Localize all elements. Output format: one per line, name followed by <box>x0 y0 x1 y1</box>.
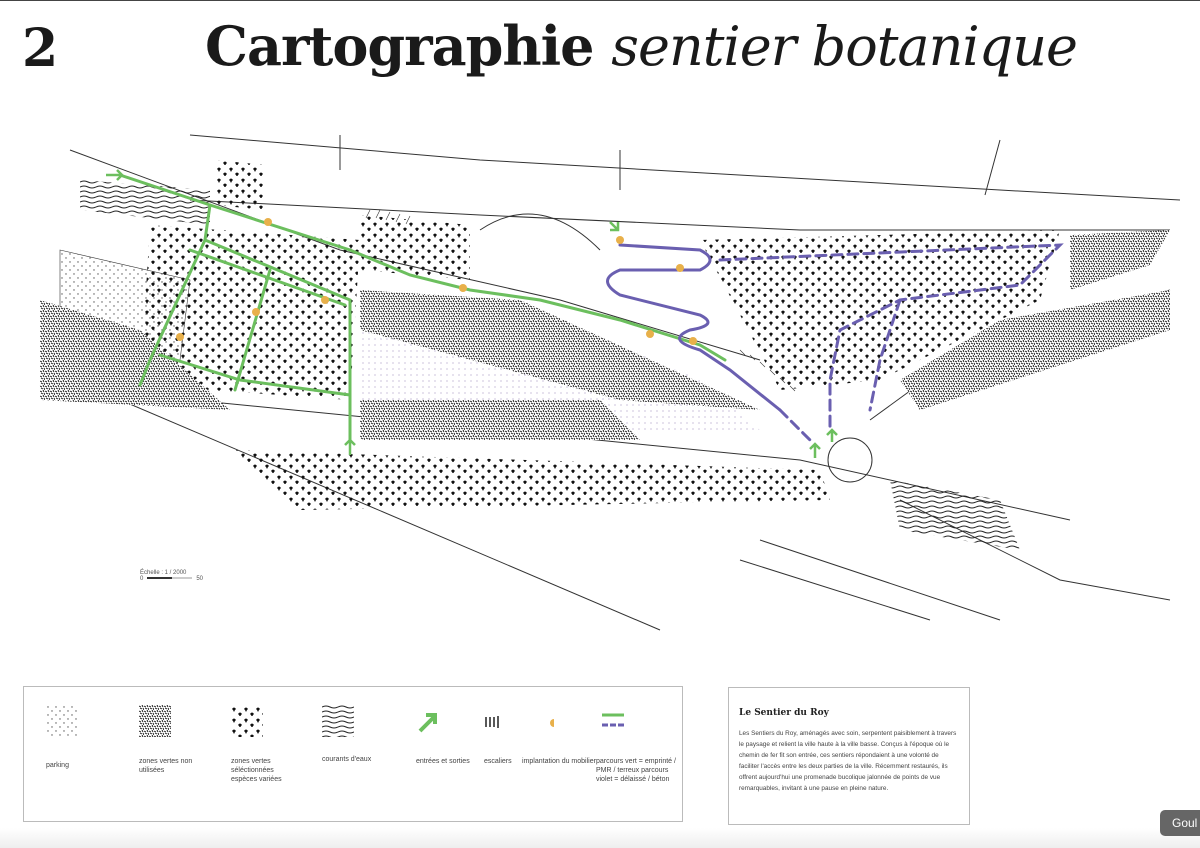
legend-item-stairs: escaliers <box>484 705 574 765</box>
legend-label: implantation du mobilier <box>522 758 596 765</box>
star-icon <box>550 719 554 727</box>
legend-item-paths: parcours vert = emprinté / PMR / terreux… <box>596 705 676 783</box>
scale-label: Échelle : 1 / 2000 <box>140 570 187 576</box>
dense-zone-5 <box>360 400 640 440</box>
scale-start: 0 <box>140 576 144 582</box>
legend-label: entrées et sorties <box>416 758 470 765</box>
entry-arrows <box>106 169 838 458</box>
trees-zone-mid <box>360 215 470 280</box>
legend-label: zones vertes séléctionnées espèces varié… <box>231 758 282 783</box>
scale-end: 50 <box>196 576 204 582</box>
wave-pattern-icon <box>322 705 354 737</box>
site-map <box>39 134 1181 631</box>
trees-zone-bottom <box>230 450 830 510</box>
tree-pattern-icon <box>231 705 263 737</box>
arrow-icon <box>418 713 437 733</box>
scale-bar <box>147 577 193 580</box>
dense-noise-pattern-icon <box>139 705 171 737</box>
legend-item-selected-green: zones vertes séléctionnées espèces varié… <box>231 705 321 783</box>
legend-label: parking <box>46 762 69 769</box>
legend: parking zones vertes non utilisées zones… <box>23 686 683 822</box>
dense-zone-3 <box>1070 230 1170 290</box>
parking-pattern-icon <box>46 705 78 737</box>
info-body: Les Sentiers du Roy, aménagés avec soin,… <box>739 730 957 792</box>
water-zone-1 <box>80 180 210 225</box>
green-path <box>118 173 727 442</box>
legend-label: escaliers <box>484 758 512 765</box>
info-box: Le Sentier du Roy Les Sentiers du Roy, a… <box>728 687 970 825</box>
dense-zone-1 <box>40 300 230 410</box>
title-italic: sentier botanique <box>611 15 1078 78</box>
top-border <box>0 0 1200 1</box>
legend-item-parking: parking <box>46 705 136 769</box>
legend-item-furniture: implantation du mobilier <box>522 705 612 765</box>
roads <box>39 134 1181 631</box>
stairs-icon <box>485 716 499 728</box>
overlay-tag[interactable]: Goul <box>1160 810 1200 836</box>
purple-path <box>606 243 1064 442</box>
dense-zone-4 <box>900 290 1170 410</box>
legend-label: zones vertes non utilisées <box>139 758 193 774</box>
legend-item-water: courants d'eaux <box>322 705 412 763</box>
page-title: Cartographie sentier botanique <box>205 14 1078 78</box>
bottom-shadow <box>0 828 1200 848</box>
path-lines-icon <box>602 713 624 727</box>
furniture-stars <box>176 218 697 345</box>
stairs <box>365 209 796 392</box>
trees-zone-east <box>700 230 1060 390</box>
legend-label: parcours vert = emprinté / PMR / terreux… <box>596 758 676 783</box>
dense-zone-2 <box>360 290 760 410</box>
trees-zone-main <box>140 225 360 400</box>
water-zone-2 <box>890 480 1020 550</box>
section-number: 2 <box>22 18 59 79</box>
legend-item-entries: entrées et sorties <box>416 705 506 765</box>
info-title: Le Sentier du Roy <box>739 708 829 718</box>
trees-zone-top <box>215 160 265 210</box>
map-scale: Échelle : 1 / 2000 0 50 <box>140 570 203 582</box>
legend-item-unused-green: zones vertes non utilisées <box>139 705 229 774</box>
title-bold: Cartographie <box>205 14 594 78</box>
legend-label: courants d'eaux <box>322 756 372 763</box>
